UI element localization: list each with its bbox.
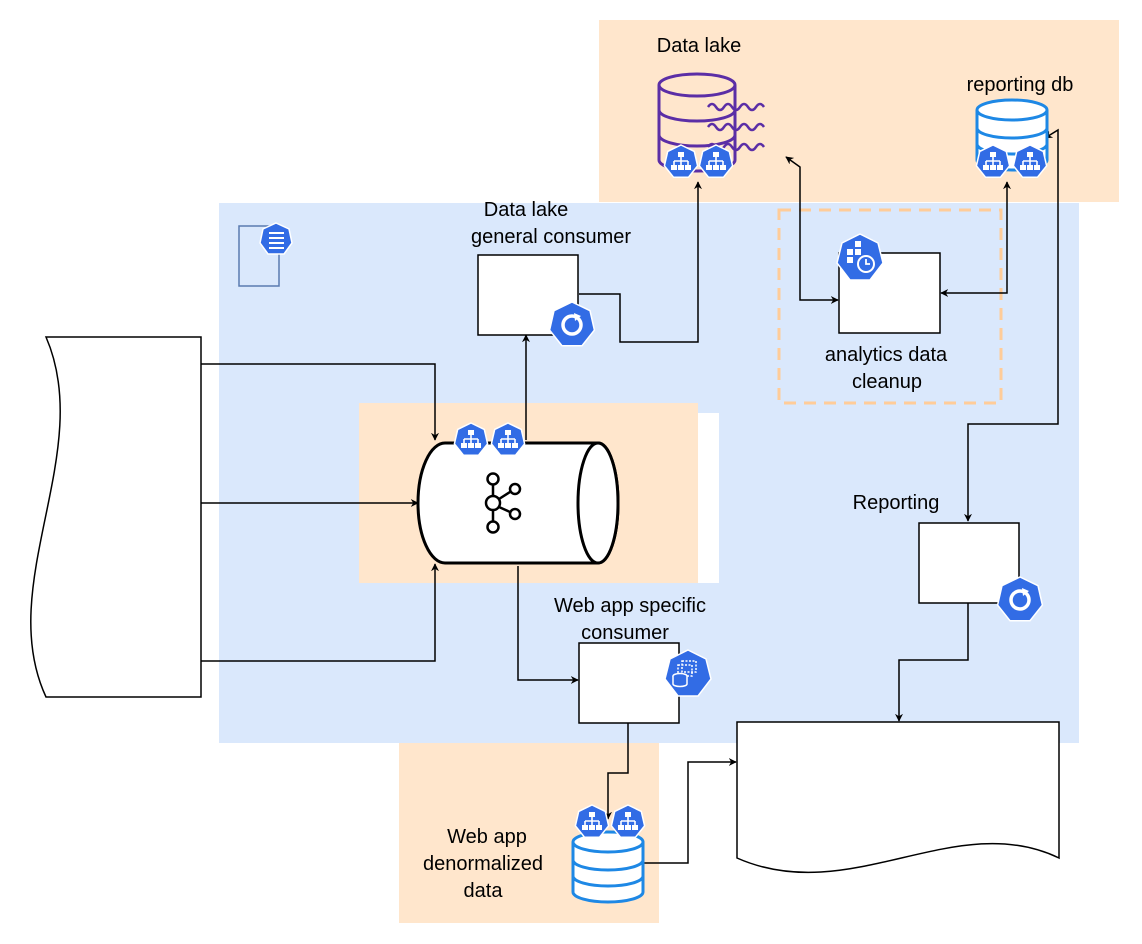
edge-reportingdb-reporting <box>964 128 1059 522</box>
edge-datalake-cleanup <box>785 156 839 304</box>
edge-lake-consumer-to-data-lake <box>579 181 702 343</box>
web-consumer-label-line2: consumer <box>581 622 669 644</box>
web-consumer-box <box>578 642 680 724</box>
data-lake-service-icon-1 <box>663 144 699 179</box>
cleanup-label-line1: analytics data <box>825 344 948 366</box>
cleanup-label-line2: cleanup <box>852 371 922 393</box>
web-data-service-icon-2 <box>610 804 646 839</box>
kafka-service-icon-2 <box>490 422 526 457</box>
web-data-label-line2: denormalized <box>423 853 543 875</box>
edge-source-top-to-kafka <box>201 363 439 441</box>
edge-web-consumer-to-web-data <box>604 723 629 820</box>
edge-kafka-to-web-consumer <box>517 566 579 684</box>
edge-reporting-to-document <box>895 603 969 722</box>
k8s-statefulset-icon <box>664 649 712 697</box>
kafka-service-icon-1 <box>453 422 489 457</box>
k8s-namespace-icon <box>238 222 293 287</box>
web-data-label-line1: Web app <box>447 826 527 848</box>
web-data-service-icon-1 <box>574 804 610 839</box>
data-sources-shape <box>30 336 202 698</box>
edge-source-bottom-to-kafka <box>201 563 439 662</box>
reporting-db-service-icon-2 <box>1012 144 1048 179</box>
reporting-db-service-icon-1 <box>975 144 1011 179</box>
k8s-cronjob-icon <box>836 233 884 281</box>
web-data-label-line3: data <box>464 880 504 902</box>
reporting-label: Reporting <box>853 492 940 514</box>
data-lake-service-icon-2 <box>698 144 734 179</box>
reporting-db-label: reporting db <box>967 74 1074 96</box>
web-data-db-icon <box>571 830 645 904</box>
reports-document-shape <box>736 721 1060 874</box>
edge-web-data-to-document <box>640 758 737 864</box>
kafka-icon <box>484 472 522 534</box>
kafka-topic-cylinder <box>416 441 620 565</box>
web-consumer-label-line1: Web app specific <box>554 595 706 617</box>
cleanup-dashed-group <box>777 208 1003 405</box>
data-lake-label: Data lake <box>657 35 742 57</box>
lake-consumer-label-line2: general consumer <box>471 226 631 248</box>
lake-consumer-label-line1: Data lake <box>484 199 569 221</box>
